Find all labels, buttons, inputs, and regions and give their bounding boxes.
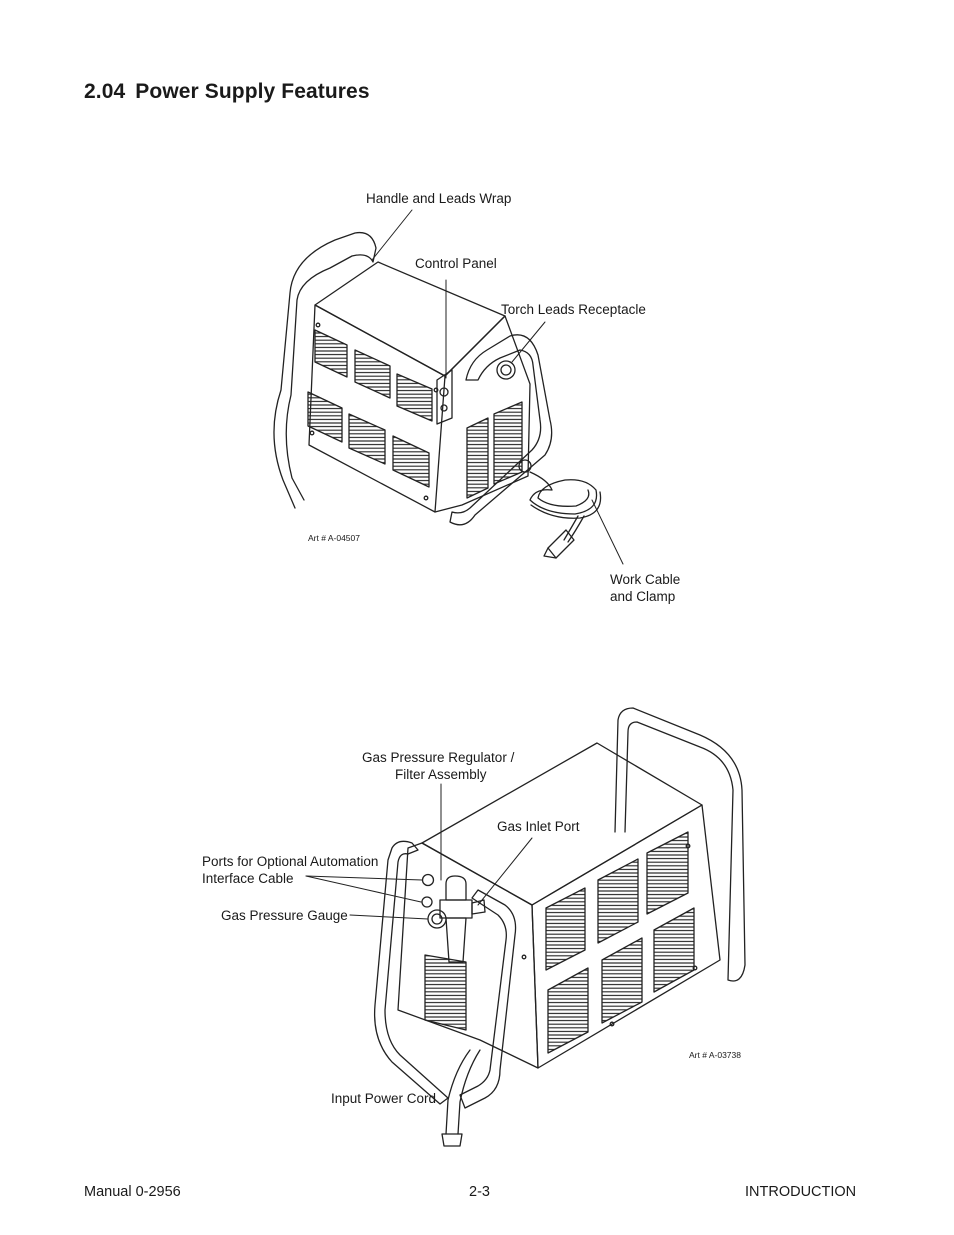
label-work-cable-line1: Work Cable bbox=[610, 572, 681, 587]
label-automation-ports-line1: Ports for Optional Automation bbox=[202, 854, 379, 869]
label-control-panel: Control Panel bbox=[415, 256, 497, 271]
art-number-figure1: Art # A-04507 bbox=[308, 533, 360, 543]
label-gas-pressure-gauge: Gas Pressure Gauge bbox=[221, 908, 348, 923]
section-number: 2.04 bbox=[84, 80, 126, 103]
label-automation-ports-line2: Interface Cable bbox=[202, 871, 294, 886]
section-title-text: Power Supply Features bbox=[135, 80, 370, 103]
label-work-cable-line2: and Clamp bbox=[610, 589, 676, 604]
label-input-power-cord: Input Power Cord bbox=[331, 1091, 437, 1106]
art-number-figure2: Art # A-03738 bbox=[689, 1050, 741, 1060]
label-torch-leads-receptacle: Torch Leads Receptacle bbox=[501, 302, 646, 317]
footer-chapter: INTRODUCTION bbox=[745, 1184, 857, 1200]
label-regulator-line1: Gas Pressure Regulator / bbox=[362, 750, 515, 765]
figure1-illustration bbox=[273, 231, 602, 559]
figure2-illustration bbox=[373, 707, 746, 1147]
figure1-leader-lines bbox=[371, 209, 624, 565]
footer-manual-number: Manual 0-2956 bbox=[84, 1184, 181, 1200]
label-handle-leads-wrap: Handle and Leads Wrap bbox=[366, 191, 512, 206]
label-regulator-line2: Filter Assembly bbox=[395, 767, 487, 782]
figure2-leader-lines bbox=[305, 783, 533, 920]
label-gas-inlet-port: Gas Inlet Port bbox=[497, 819, 580, 834]
footer-page-number: 2-3 bbox=[469, 1184, 490, 1200]
section-title: 2.04 Power Supply Features bbox=[84, 80, 370, 104]
